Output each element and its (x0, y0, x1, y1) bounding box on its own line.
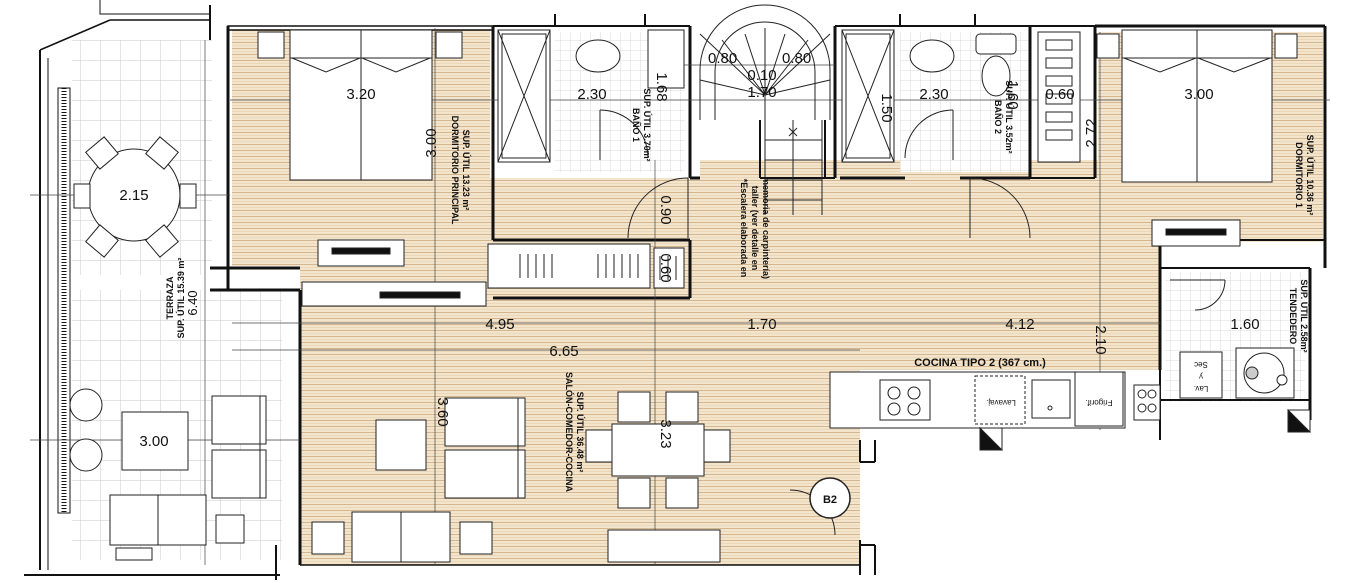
dim-3-00-a: 3.00 (1184, 86, 1213, 103)
stair-note-line-2: taller (ver detalle en (750, 186, 760, 271)
dim-1-68: 1.68 (653, 72, 670, 101)
dim-1-60-b: 1.60 (1230, 316, 1259, 333)
unit-code: B2 (823, 494, 837, 506)
dim-0-90: 0.90 (657, 195, 674, 224)
dim-0-10: 0.10 (747, 67, 776, 84)
area-dormitorio-1: SUP. ÚTIL 10.36 m² (1305, 135, 1316, 216)
dim-3-23: 3.23 (657, 419, 674, 448)
label-bano-1: BAÑO 1 (631, 108, 641, 142)
area-bano-2: SUP. ÚTIL 3.52m² (1004, 80, 1015, 153)
label-frigorif: Frigorif. (1085, 398, 1112, 407)
dim-2-72: 2.72 (1083, 118, 1100, 147)
dim-2-10: 2.10 (1092, 325, 1109, 354)
dim-3-00-b: 3.00 (139, 433, 168, 450)
kitchen-counter (829, 371, 1312, 451)
dim-3-20: 3.20 (346, 86, 375, 103)
label-y: y (1199, 372, 1203, 381)
area-bano-1: SUP. ÚTIL 3.70m² (642, 88, 653, 161)
dim-6-65: 6.65 (549, 343, 578, 360)
dim-0-60-b: 0.60 (657, 253, 674, 282)
area-dormitorio-principal: SUP. ÚTIL 13.23 m² (461, 130, 472, 211)
dim-2-15: 2.15 (119, 187, 148, 204)
terrace-railing (24, 0, 280, 580)
dimension-labels: 3.20 2.30 0.80 0.80 0.10 1.70 2.30 0.60 … (119, 50, 1259, 450)
furniture-terraza (69, 136, 267, 561)
furniture-dormitorio-1 (1037, 29, 1298, 247)
label-lav: Lav. (1194, 384, 1209, 393)
label-dormitorio-1: DORMITORIO 1 (1294, 142, 1304, 208)
stair-note-line-1: *Escalera elaborada en (739, 179, 749, 278)
appliance-labels: Lavavaj. Frigorif. Sec y Lav. (986, 360, 1208, 407)
unit-code-badge: B2 (809, 477, 851, 519)
kitchen-label: COCINA TIPO 2 (367 cm.) (914, 357, 1046, 369)
dim-6-40: 6.40 (185, 290, 200, 315)
staircase (699, 4, 831, 215)
area-tendedero: SUP. ÚTIL 2.58m² (1299, 279, 1310, 352)
dim-2-30-a: 2.30 (577, 86, 606, 103)
dim-1-50: 1.50 (878, 93, 895, 122)
furniture-salon (311, 391, 731, 563)
furniture-dormitorio-principal (257, 29, 463, 267)
label-sec: Sec (1194, 360, 1208, 369)
room-labels: DORMITORIO PRINCIPAL SUP. ÚTIL 13.23 m² … (165, 80, 1316, 492)
label-terraza: TERRAZA (165, 276, 175, 319)
closets (301, 243, 685, 307)
area-terraza: SUP. ÚTIL 15.39 m² (175, 258, 186, 339)
dim-4-12: 4.12 (1005, 316, 1034, 333)
dim-0-60-a: 0.60 (1045, 86, 1074, 103)
dim-0-80-a: 0.80 (708, 50, 737, 67)
dim-2-30-b: 2.30 (919, 86, 948, 103)
dim-1-70-a: 1.70 (747, 84, 776, 101)
label-tendedero: TENDEDERO (1288, 288, 1298, 345)
dim-4-95: 4.95 (485, 316, 514, 333)
dim-0-80-b: 0.80 (782, 50, 811, 67)
stair-note-line-3: memoria de carpintería) (761, 177, 771, 279)
label-bano-2: BAÑO 2 (993, 100, 1003, 134)
bano-1-fixtures (497, 29, 685, 163)
dim-1-60-a: 1.60 (1004, 80, 1021, 109)
label-dormitorio-principal: DORMITORIO PRINCIPAL (450, 116, 460, 225)
dim-1-70-b: 1.70 (747, 316, 776, 333)
tendedero-fixtures (1179, 347, 1295, 399)
dim-3-00-c: 3.00 (423, 128, 440, 157)
label-lavavaj: Lavavaj. (986, 398, 1016, 407)
dim-3-60: 3.60 (434, 397, 451, 426)
label-salon: SALÓN-COMEDOR-COCINA (564, 372, 575, 492)
bano-2-fixtures (841, 29, 1017, 163)
area-salon: SUP. ÚTIL 36.48 m² (575, 392, 586, 473)
walls (210, 14, 1327, 575)
